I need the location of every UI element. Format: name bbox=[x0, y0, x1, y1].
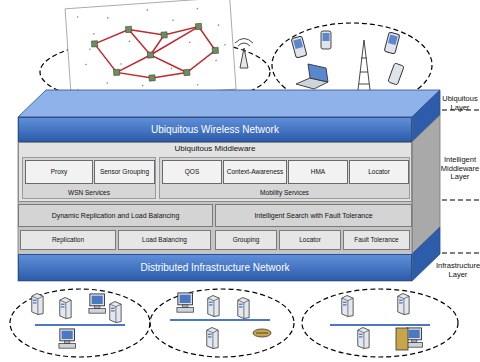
service-box: Sensor Grouping bbox=[94, 160, 155, 184]
component-box: Fault Tolerance bbox=[343, 230, 410, 250]
function-box: Dynamic Replication and Load Balancing bbox=[18, 204, 213, 227]
node-text: Locator bbox=[299, 236, 321, 243]
node-text: Dynamic Replication and Load Balancing bbox=[52, 212, 180, 220]
function-box: Intelligent Search with Fault Tolerance bbox=[215, 204, 412, 227]
service-group: Mobility Services QOS Context-Awareness HMA… bbox=[159, 157, 410, 199]
node-text: HMA bbox=[311, 168, 325, 175]
component-box: Grouping bbox=[215, 230, 277, 250]
network-band: Distributed Infrastructure Network bbox=[18, 254, 412, 281]
node-text: Grouping bbox=[233, 236, 260, 243]
node-text: Mobility Services bbox=[260, 189, 309, 196]
component-box: Replication bbox=[20, 230, 116, 250]
node-text: Ubiquitous Wireless Network bbox=[151, 124, 279, 135]
service-box: Locator bbox=[349, 160, 409, 184]
middleware-panel: Ubiquitous MiddlewareWSN Services Proxy Se… bbox=[18, 142, 412, 202]
node-text: Ubiquitous Middleware bbox=[175, 145, 256, 154]
node-text: Sensor Grouping bbox=[100, 168, 149, 175]
service-group: WSN Services Proxy Sensor Grouping bbox=[22, 157, 156, 199]
node-text: Replication bbox=[52, 236, 84, 243]
layer-label: Ubiquitous Layer bbox=[440, 95, 480, 112]
node-text: Context-Awareness bbox=[227, 168, 284, 175]
node-text: Proxy bbox=[51, 168, 68, 175]
service-box: Proxy bbox=[25, 160, 93, 184]
node-text: Locator bbox=[368, 168, 390, 175]
node-text: Distributed Infrastructure Network bbox=[141, 262, 290, 273]
node-text: Intelligent Search with Fault Tolerance bbox=[254, 212, 372, 220]
network-band: Ubiquitous Wireless Network bbox=[18, 117, 412, 142]
component-box: Load Balancing bbox=[118, 230, 211, 250]
service-box: Context-Awareness bbox=[223, 160, 287, 184]
layer-label: Intelligent Middleware Layer bbox=[440, 156, 480, 182]
service-box: QOS bbox=[162, 160, 222, 184]
layer-label: Infrastructure Layer bbox=[436, 262, 480, 279]
component-box: Locator bbox=[279, 230, 341, 250]
node-text: WSN Services bbox=[68, 189, 110, 196]
node-text: Fault Tolerance bbox=[354, 236, 398, 243]
service-box: HMA bbox=[288, 160, 348, 184]
node-text: QOS bbox=[185, 168, 199, 175]
node-text: Load Balancing bbox=[142, 236, 187, 243]
